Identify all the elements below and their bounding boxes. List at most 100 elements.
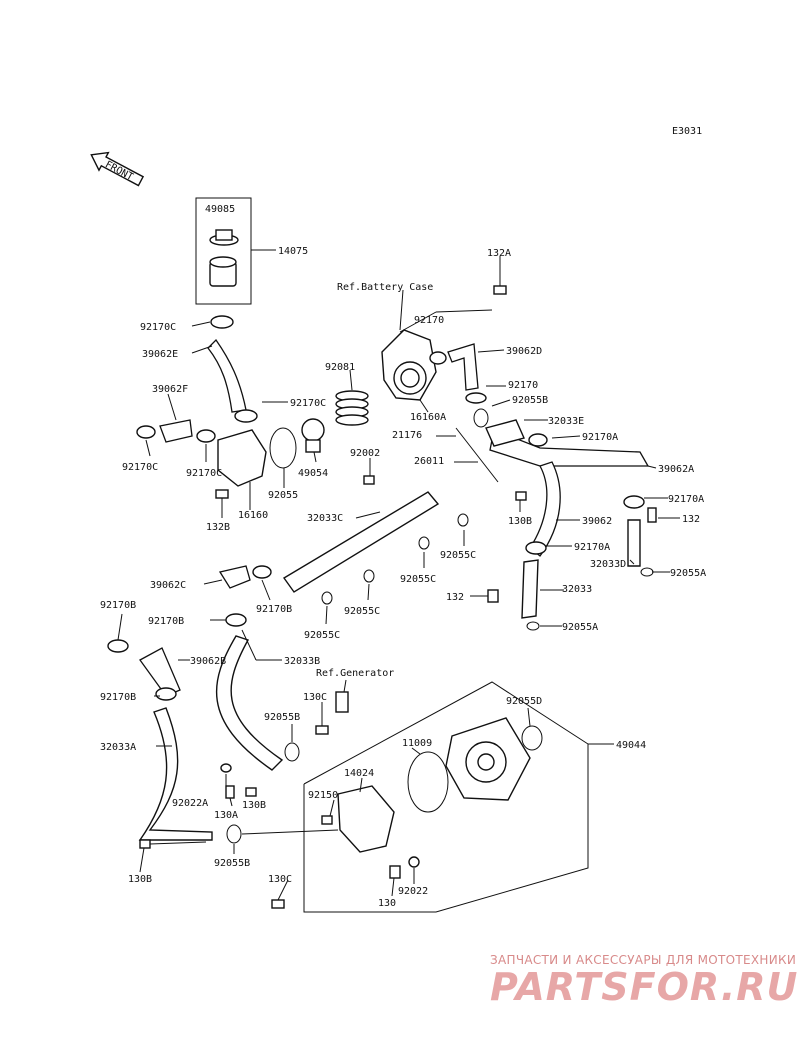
part-label-130b-3: 130B	[128, 874, 152, 885]
bolt-132b	[215, 489, 229, 499]
bolt-132-2	[487, 589, 499, 603]
pump-o-ring-11009	[407, 751, 449, 813]
pump-assembly-bracket	[303, 743, 600, 913]
part-label-92170c-2: 92170C	[290, 398, 326, 409]
clamp-92170c-1	[210, 315, 234, 329]
radiator-cap-icon	[209, 229, 239, 287]
hose-39062c	[218, 565, 251, 589]
hose-39062e	[207, 338, 247, 413]
part-label-130c-2: 130C	[268, 874, 292, 885]
clamp-92170c-3	[136, 425, 156, 439]
part-label-92170c-4: 92170C	[186, 468, 222, 479]
bolt-130	[389, 865, 401, 879]
watermark-brand: PARTSFOR.RU	[490, 965, 798, 1009]
part-label-92055c-3: 92055C	[344, 606, 380, 617]
o-ring-92055c-4	[321, 591, 333, 605]
o-ring-92055a-2	[526, 621, 540, 631]
part-label-92170c-3: 92170C	[122, 462, 158, 473]
front-label: FRONT	[103, 159, 135, 183]
pump-o-ring-92055d	[521, 725, 543, 751]
ref-battery-case: Ref.Battery Case	[337, 282, 433, 293]
part-label-92081: 92081	[325, 362, 355, 373]
part-label-21176: 21176	[392, 430, 422, 441]
o-ring-92055a-1	[640, 567, 654, 577]
cap-kit-box	[195, 197, 252, 305]
watermark: ЗАПЧАСТИ И АКСЕССУАРЫ ДЛЯ МОТОТЕХНИКИ PA…	[490, 953, 798, 1009]
part-label-39062: 39062	[582, 516, 612, 527]
bolt-130c-1	[315, 725, 329, 735]
water-pump-icon	[445, 717, 531, 801]
part-label-92170c-1: 92170C	[140, 322, 176, 333]
part-label-32033d: 32033D	[590, 559, 626, 570]
part-label-92170b-3: 92170B	[148, 616, 184, 627]
o-ring-92055b-3	[226, 824, 242, 844]
part-label-92170b-2: 92170B	[256, 604, 292, 615]
part-label-32033a: 32033A	[100, 742, 136, 753]
part-label-92055b-3: 92055B	[214, 858, 250, 869]
part-label-11009: 11009	[402, 738, 432, 749]
thermostat-valve-icon	[301, 418, 325, 453]
clamp-92170-1	[429, 351, 447, 365]
ref-generator: Ref.Generator	[316, 668, 394, 679]
part-label-39062a: 39062A	[658, 464, 694, 475]
part-label-92022a: 92022A	[172, 798, 208, 809]
part-label-92170b-1: 92170B	[100, 600, 136, 611]
part-label-130b-1: 130B	[508, 516, 532, 527]
thermostat-o-ring	[269, 427, 297, 469]
part-label-39062c: 39062C	[150, 580, 186, 591]
o-ring-92055b-1	[473, 408, 489, 428]
thermostat-housing-icon	[381, 329, 437, 401]
part-label-39062f: 39062F	[152, 384, 188, 395]
part-label-32033b: 32033B	[284, 656, 320, 667]
clamp-92170b-2	[225, 613, 247, 627]
part-label-92055b-1: 92055B	[512, 395, 548, 406]
part-label-92055a-2: 92055A	[562, 622, 598, 633]
part-label-39062b: 39062B	[190, 656, 226, 667]
o-ring-92055c-3	[363, 569, 375, 583]
part-label-39062e: 39062E	[142, 349, 178, 360]
thermostat-cover-icon	[217, 429, 267, 487]
bolt-130a	[225, 785, 235, 799]
o-ring-92055b-2	[284, 742, 300, 762]
hose-39062b	[139, 647, 181, 697]
o-ring-92055c-1	[457, 513, 469, 527]
bolt-132	[647, 507, 657, 523]
clamp-92170a-1	[528, 433, 548, 447]
part-label-92170-2: 92170	[508, 380, 538, 391]
part-label-92055c-1: 92055C	[440, 550, 476, 561]
part-label-92055a-1: 92055A	[670, 568, 706, 579]
sensor-26011-shaft	[455, 427, 499, 483]
hose-39062d	[447, 343, 479, 391]
pipe-32033	[521, 559, 539, 619]
pump-assembly-bracket-top	[303, 681, 589, 785]
part-label-132: 132	[682, 514, 700, 525]
part-label-16160: 16160	[238, 510, 268, 521]
pipe-32033a	[138, 707, 213, 841]
hose-39062	[529, 461, 561, 557]
part-label-92002: 92002	[350, 448, 380, 459]
part-label-26011: 26011	[414, 456, 444, 467]
bolt-92002	[363, 475, 375, 485]
washer-92022a	[220, 763, 232, 773]
part-label-92055: 92055	[268, 490, 298, 501]
part-label-32033: 32033	[562, 584, 592, 595]
part-label-92170a-1: 92170A	[582, 432, 618, 443]
part-label-32033e: 32033E	[548, 416, 584, 427]
generator-bracket	[335, 691, 349, 713]
bolt-130c-2	[271, 899, 285, 909]
part-label-39062d: 39062D	[506, 346, 542, 357]
hose-39062f	[159, 419, 193, 443]
part-label-132a: 132A	[487, 248, 511, 259]
part-label-92150: 92150	[308, 790, 338, 801]
bolt-92150	[321, 815, 333, 825]
part-label-16160a: 16160A	[410, 412, 446, 423]
pipe-32033c	[282, 491, 440, 593]
bolt-130b-1	[515, 491, 527, 501]
part-label-132b-1: 132B	[206, 522, 230, 533]
bolt-130b-3	[139, 839, 151, 849]
bolt-130b-2	[245, 787, 257, 797]
part-label-14075: 14075	[278, 246, 308, 257]
part-label-92022: 92022	[398, 886, 428, 897]
